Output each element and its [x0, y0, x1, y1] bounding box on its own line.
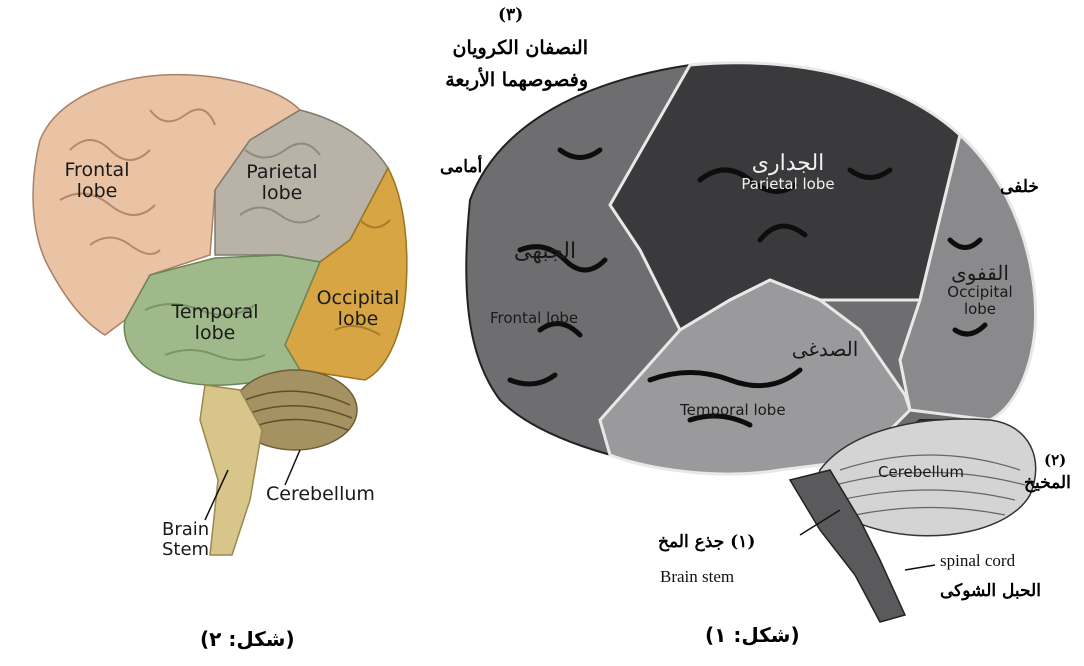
fig2-parietal-line1: Parietal — [232, 162, 332, 183]
fig2-frontal-label: Frontal lobe — [52, 160, 142, 202]
fig1-brainstem-english: Brain stem — [660, 568, 734, 587]
fig1-parietal-arabic: الجدارى — [718, 152, 858, 176]
fig2-brainstem-line1: Brain — [162, 520, 209, 540]
fig1-occipital-line2: lobe — [935, 301, 1025, 318]
fig1-header-line1: النصفان الكرويان — [428, 38, 588, 59]
fig1-spinal-english: spinal cord — [940, 552, 1015, 571]
fig2-brainstem-label: Brain Stem — [162, 520, 209, 560]
fig2-parietal-label: Parietal lobe — [232, 162, 332, 204]
fig1-occipital-label: القفوى Occipital lobe — [935, 262, 1025, 317]
fig1-temporal-label-ar: الصدغى — [775, 338, 875, 360]
fig1-cerebellum-arabic: المخيخ — [1024, 474, 1071, 493]
fig2-frontal-line2: lobe — [52, 181, 142, 202]
fig2-temporal-line2: lobe — [160, 323, 270, 344]
fig1-front-label: أمامى — [440, 158, 482, 177]
fig2-temporal-line1: Temporal — [160, 302, 270, 323]
fig1-frontal-label-ar: الجبهى — [490, 240, 600, 264]
fig2-cerebellum-label: Cerebellum — [266, 484, 375, 505]
fig1-frontal-english: Frontal lobe — [490, 310, 578, 327]
fig2-frontal-line1: Frontal — [52, 160, 142, 181]
fig1-temporal-arabic: الصدغى — [775, 338, 875, 360]
fig2-caption: (شكل: ٢) — [200, 628, 295, 650]
fig1-back-label: خلفى — [1000, 178, 1039, 197]
fig1-parietal-label: الجدارى Parietal lobe — [718, 152, 858, 193]
fig1-occipital-line1: Occipital — [935, 284, 1025, 301]
fig1-parietal-english: Parietal lobe — [718, 176, 858, 193]
fig2-brainstem-line2: Stem — [162, 540, 209, 560]
fig2-occipital-label: Occipital lobe — [308, 288, 408, 330]
fig1-brainstem-arabic: (١) جذع المخ — [658, 533, 755, 552]
fig1-temporal-english: Temporal lobe — [680, 402, 786, 419]
fig1-caption: (شكل: ١) — [705, 624, 800, 646]
fig2-temporal-label: Temporal lobe — [160, 302, 270, 344]
fig1-frontal-arabic: الجبهى — [490, 240, 600, 264]
fig1-cerebellum-number: (٢) — [1044, 452, 1066, 469]
fig1-cerebellum-label: Cerebellum — [878, 464, 964, 481]
fig2-occipital-line1: Occipital — [308, 288, 408, 309]
fig1-occipital-arabic: القفوى — [935, 262, 1025, 284]
fig1-header-number: (٣) — [498, 6, 523, 25]
fig1-spinal-arabic: الحبل الشوكى — [940, 582, 1041, 601]
fig2-occipital-line2: lobe — [308, 309, 408, 330]
fig1-header-line2: وفصوصهما الأربعة — [428, 70, 588, 91]
fig2-parietal-line2: lobe — [232, 183, 332, 204]
